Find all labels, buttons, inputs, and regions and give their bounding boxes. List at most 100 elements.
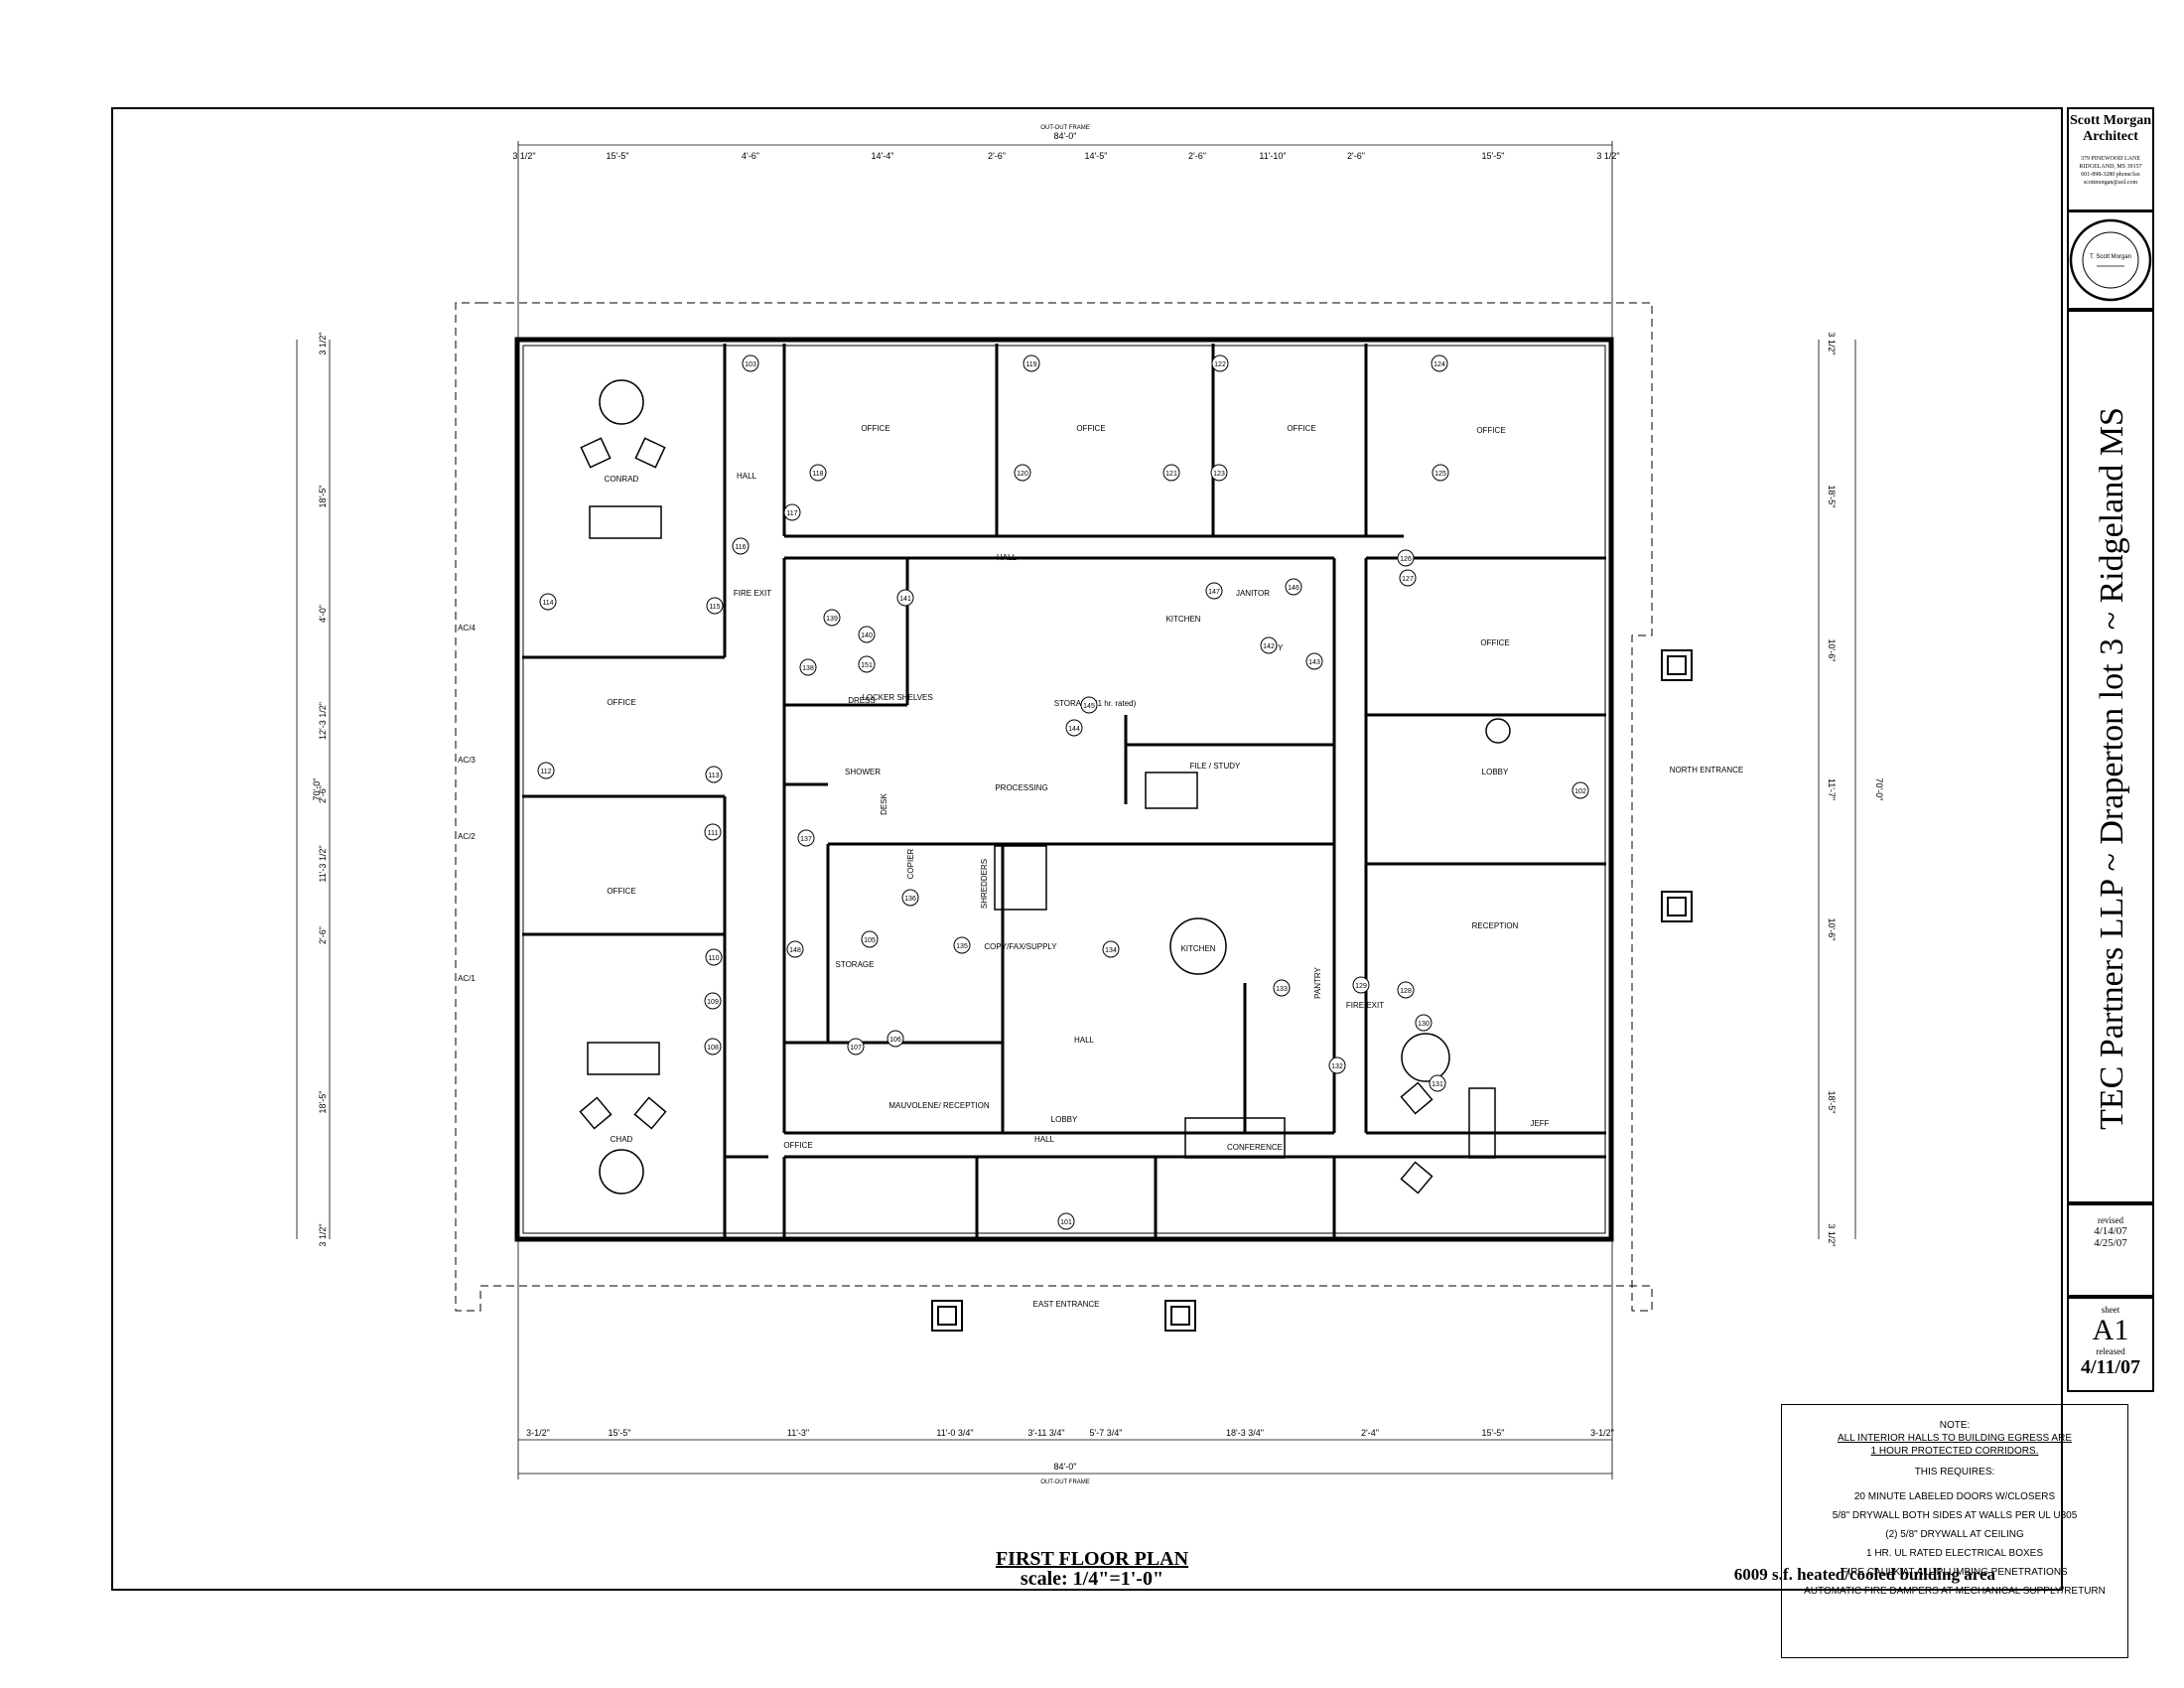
room-label: OFFICE [1480, 638, 1509, 647]
door-tag-circle [1057, 1212, 1075, 1230]
door-tag-number: 129 [1355, 983, 1367, 990]
door-tag-number: 145 [1083, 703, 1095, 710]
room-label: KITCHEN [1180, 944, 1215, 953]
architect-name: Scott Morgan Architect [2069, 113, 2152, 144]
room-label: CONFERENCE [1227, 1143, 1283, 1152]
door-tag-circle [1210, 464, 1228, 482]
door-tag-number: 113 [708, 773, 719, 779]
room-label: OFFICE [1076, 424, 1105, 433]
dimension-label: 18'-5" [318, 1091, 328, 1114]
room-label: OFFICE [861, 424, 889, 433]
door-tag-circle [861, 930, 879, 948]
frame-label-top: OUT-OUT FRAME [1040, 125, 1090, 131]
door-tag-number: 102 [1574, 788, 1586, 795]
note-line-2: 1 HOUR PROTECTED CORRIDORS. [1870, 1446, 2039, 1457]
door-tag-circle [1080, 696, 1098, 714]
dimension-label: 2'-4" [1361, 1428, 1379, 1438]
dimension-label: 3 1/2" [1596, 151, 1619, 161]
note-item: 1 HR. UL RATED ELECTRICAL BOXES [1865, 1548, 2043, 1559]
room-label: OFFICE [1287, 424, 1315, 433]
door-tag-number: 124 [1433, 361, 1445, 368]
room-label: AC/1 [458, 974, 476, 983]
overall-width-bottom: 84'-0" [1054, 1462, 1077, 1472]
door-tag-number: 103 [745, 361, 756, 368]
egress-note: NOTE: ALL INTERIOR HALLS TO BUILDING EGR… [1781, 1404, 2128, 1658]
room-label: LOBBY [1051, 1115, 1078, 1124]
room-label: FILE / STUDY [1190, 762, 1241, 771]
dimension-label: 14'-4" [872, 151, 894, 161]
door-tag-number: 110 [708, 955, 719, 962]
left-dimensions: 3 1/2"18'-5"4'-0"12'-3 1/2"2'-6"11'-3 1/… [318, 332, 328, 1246]
released-label: released [2096, 1346, 2125, 1356]
revised-date: 4/25/07 [2094, 1237, 2127, 1249]
door-tag-number: 148 [789, 947, 801, 954]
room-label: STORAGE [836, 960, 875, 969]
door-tag-circle [706, 597, 724, 615]
note-item: (2) 5/8" DRYWALL AT CEILING [1885, 1529, 2024, 1540]
door-tag-circle [1397, 549, 1415, 567]
dimension-label: 11'-3" [787, 1428, 809, 1438]
room-label: COPY/FAX/SUPPLY [984, 942, 1057, 951]
door-tag-number: 135 [956, 943, 968, 950]
seal-name: T. Scott Morgan [2090, 254, 2131, 260]
revised-date: 4/14/07 [2094, 1225, 2127, 1237]
dimension-label: 2'-6" [318, 785, 328, 803]
room-label: AC/4 [458, 624, 476, 633]
dimension-label: 4'-0" [318, 605, 328, 623]
door-tag-circle [847, 1038, 865, 1055]
note-line-1: ALL INTERIOR HALLS TO BUILDING EGRESS AR… [1837, 1433, 2072, 1444]
dimension-label: 3 1/2" [1827, 332, 1837, 354]
dimension-label: 2'-6" [1188, 151, 1206, 161]
room-label: FIRE EXIT [1346, 1001, 1384, 1010]
note-item: 5/8" DRYWALL BOTH SIDES AT WALLS PER UL … [1832, 1510, 2078, 1521]
drawing-sheet-border: 3 1/2"15'-5"4'-6"14'-4"2'-6"14'-5"2'-6"1… [111, 107, 2128, 1658]
door-tag-circle [1023, 354, 1040, 372]
door-tag-circle [1415, 1014, 1433, 1032]
room-label: RECEPTION [1472, 921, 1519, 930]
dimension-label: 4'-6" [742, 151, 759, 161]
door-tag-number: 147 [1208, 589, 1220, 596]
door-tag-circle [1305, 652, 1323, 670]
door-tag-number: 133 [1276, 986, 1288, 993]
room-label: LOCKER SHELVES [862, 693, 932, 702]
door-tag-number: 131 [1432, 1081, 1443, 1088]
door-tag-circle [797, 829, 815, 847]
dimension-label: 3-1/2" [1590, 1428, 1614, 1438]
floor-plan-drawing: 3 1/2"15'-5"4'-6"14'-4"2'-6"14'-5"2'-6"1… [296, 125, 1884, 1485]
door-tag-number: 116 [735, 544, 746, 551]
dimension-label: 2'-6" [988, 151, 1006, 161]
project-title-box: TEC Partners LLP ~ Draperton lot 3 ~ Rid… [2067, 310, 2154, 1203]
note-item: FIRE CAULK AT ALL PLUMBING PENETRATIONS [1842, 1567, 2068, 1578]
door-tag-number: 125 [1434, 471, 1446, 478]
door-tag-number: 128 [1400, 988, 1412, 995]
dimension-label: 3 1/2" [318, 1223, 328, 1246]
door-tag-number: 139 [826, 616, 838, 623]
door-tag-circle [1285, 578, 1302, 596]
door-tag-circle [1399, 569, 1417, 587]
door-tag-number: 108 [707, 1045, 719, 1052]
project-title: TEC Partners LLP ~ Draperton lot 3 ~ Rid… [2094, 407, 2130, 1130]
room-label: OFFICE [607, 698, 635, 707]
dimension-label: 18'-3 3/4" [1226, 1428, 1264, 1438]
plan-scale: scale: 1/4"=1'-0" [1020, 1568, 1164, 1590]
sheet-number: A1 [2092, 1314, 2129, 1346]
door-tag-circle [858, 655, 876, 673]
door-tag-number: 144 [1068, 726, 1080, 733]
door-tag-number: 121 [1165, 471, 1177, 478]
door-tag-circle [887, 1030, 904, 1048]
dimension-label: 11'-7" [1827, 778, 1837, 800]
door-tag-circle [1205, 582, 1223, 600]
architect-seal: T. Scott Morgan [2069, 218, 2152, 302]
door-tag-circle [1260, 636, 1278, 654]
door-tag-circle [783, 503, 801, 521]
room-label: NORTH ENTRANCE [1670, 766, 1744, 774]
door-tag-number: 132 [1331, 1063, 1343, 1070]
title-block: Scott Morgan Architect 379 PINEWOOD LANE… [2067, 107, 2154, 1591]
door-tag-circle [537, 762, 555, 779]
dimension-label: 15'-5" [607, 151, 629, 161]
door-tag-number: 127 [1402, 576, 1414, 583]
dimension-label: 3-1/2" [526, 1428, 550, 1438]
door-tag-number: 118 [812, 471, 823, 478]
door-tag-circle [901, 889, 919, 907]
door-tag-circle [953, 936, 971, 954]
